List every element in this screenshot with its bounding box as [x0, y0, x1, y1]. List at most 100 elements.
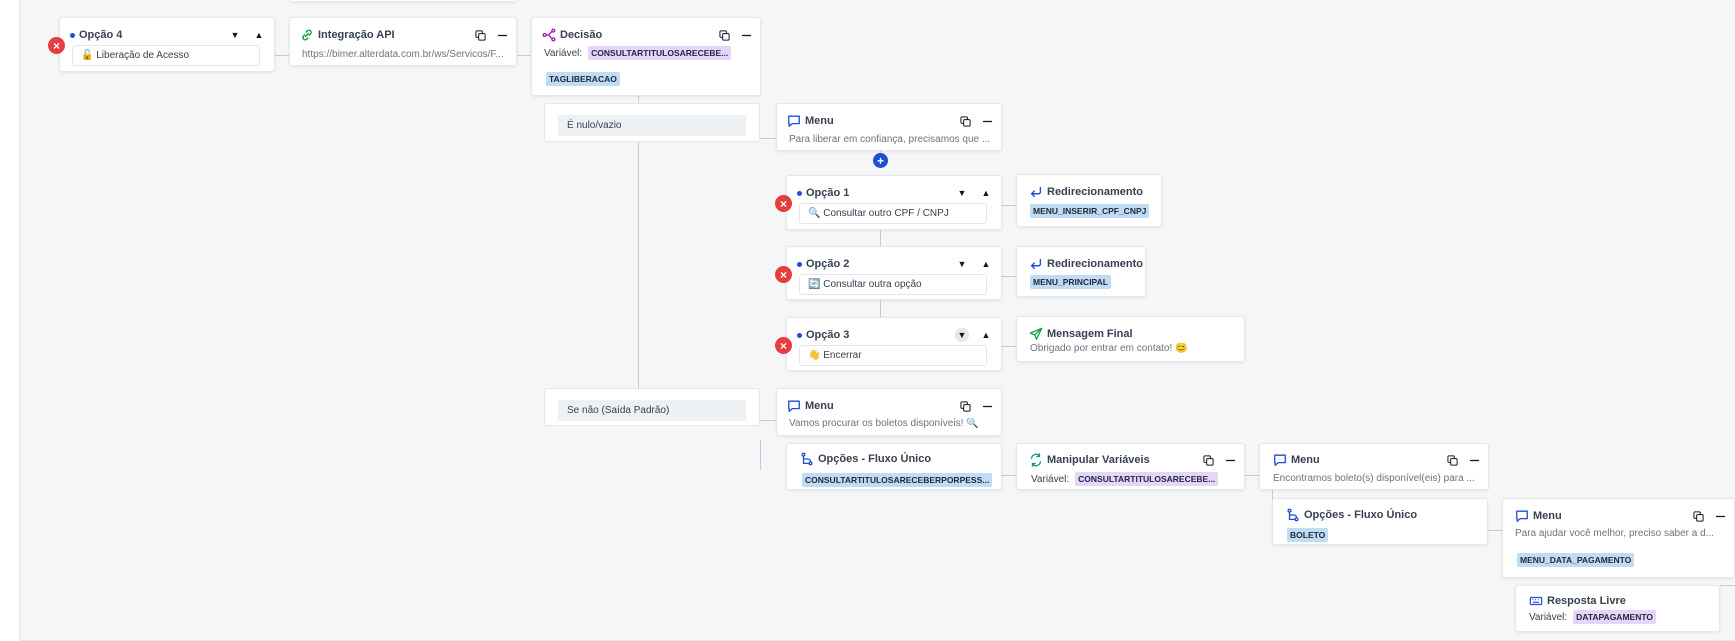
node-title: Mensagem Final	[1047, 328, 1133, 340]
chevron-down-icon[interactable]: ▼	[230, 30, 240, 40]
flow-variable: BOLETO	[1287, 525, 1329, 543]
node-title: Opções - Fluxo Único	[818, 453, 932, 465]
redirect-arrow-icon	[1029, 185, 1043, 199]
node-header: Opções - Fluxo Único	[1286, 506, 1479, 524]
node-header: Menu	[787, 112, 993, 130]
node-header: Opção 2 ▼ ▲	[797, 255, 993, 273]
flow-branch-icon	[1286, 508, 1300, 522]
chevron-down-icon[interactable]: ▼	[955, 328, 969, 342]
connector-line	[1720, 585, 1735, 586]
minimize-icon[interactable]	[1224, 454, 1236, 466]
link-icon	[300, 28, 314, 42]
send-icon	[1029, 327, 1043, 341]
duplicate-icon[interactable]	[474, 29, 486, 41]
connector-line	[1488, 530, 1502, 531]
duplicate-icon[interactable]	[959, 400, 971, 412]
chevron-down-icon[interactable]: ▼	[957, 188, 967, 198]
variable-tag: CONSULTARTITULOSARECEBE...	[588, 46, 732, 60]
duplicate-icon[interactable]	[1202, 454, 1214, 466]
option-node-2[interactable]: Opção 2 ▼ ▲ 🔄 Consultar outra opção	[786, 246, 1002, 300]
api-integration-node[interactable]: Integração API https://bimer.alterdata.c…	[289, 17, 517, 66]
node-title: Redirecionamento	[1047, 186, 1143, 198]
duplicate-icon[interactable]	[959, 115, 971, 127]
minimize-icon[interactable]	[740, 29, 752, 41]
decision-node[interactable]: Decisão Variável: CONSULTARTITULOSARECEB…	[531, 17, 761, 96]
single-flow-options-node-2[interactable]: Opções - Fluxo Único BOLETO	[1272, 498, 1488, 545]
node-title: Opção 3	[806, 329, 850, 341]
node-title: Menu	[805, 400, 834, 412]
single-flow-options-node-1[interactable]: Opções - Fluxo Único CONSULTARTITULOSARE…	[786, 443, 1002, 490]
node-title: Menu	[805, 115, 834, 127]
option-text-field[interactable]: 🔍 Consultar outro CPF / CNPJ	[799, 203, 987, 224]
option-text-field[interactable]: 🔄 Consultar outra opção	[799, 274, 987, 295]
remove-option-button[interactable]: ×	[775, 266, 792, 283]
node-header: Redirecionamento	[1029, 255, 1143, 273]
remove-option-button[interactable]: ×	[775, 195, 792, 212]
condition-default-branch[interactable]: Se não (Saída Padrão)	[544, 388, 760, 426]
option-text-field[interactable]: 👋 Encerrar	[799, 345, 987, 366]
minimize-icon[interactable]	[1468, 454, 1480, 466]
free-response-node[interactable]: Resposta Livre Variável: DATAPAGAMENTO	[1515, 585, 1720, 632]
chevron-up-icon[interactable]: ▲	[254, 30, 264, 40]
redirect-node-2[interactable]: Redirecionamento MENU_PRINCIPAL	[1016, 246, 1146, 297]
node-title: Integração API	[318, 29, 395, 41]
redirect-arrow-icon	[1029, 257, 1043, 271]
chevron-down-icon[interactable]: ▼	[957, 259, 967, 269]
minimize-icon[interactable]	[981, 115, 993, 127]
connector-line	[517, 55, 531, 56]
chevron-up-icon[interactable]: ▲	[981, 330, 991, 340]
swap-variables-icon	[1029, 453, 1043, 467]
duplicate-icon[interactable]	[1692, 510, 1704, 522]
minimize-icon[interactable]	[981, 400, 993, 412]
chevron-up-icon[interactable]: ▲	[981, 259, 991, 269]
connector-line	[1245, 475, 1259, 476]
connector-line	[1002, 475, 1016, 476]
minimize-icon[interactable]	[496, 29, 508, 41]
redirect-tag: MENU_INSERIR_CPF_CNPJ	[1030, 204, 1150, 218]
duplicate-icon[interactable]	[718, 29, 730, 41]
decision-tag: TAGLIBERACAO	[546, 72, 620, 86]
node-title: Opções - Fluxo Único	[1304, 509, 1418, 521]
redirect-target: MENU_PRINCIPAL	[1030, 272, 1111, 290]
remove-option-button[interactable]: ×	[775, 337, 792, 354]
duplicate-icon[interactable]	[1446, 454, 1458, 466]
option-node-3[interactable]: Opção 3 ▼ ▲ 👋 Encerrar	[786, 317, 1002, 371]
redirect-tag: MENU_PRINCIPAL	[1030, 275, 1111, 289]
option-node-1[interactable]: Opção 1 ▼ ▲ 🔍 Consultar outro CPF / CNPJ	[786, 175, 1002, 230]
node-header: Resposta Livre	[1529, 592, 1711, 610]
final-message-node[interactable]: Mensagem Final Obrigado por entrar em co…	[1016, 316, 1245, 362]
chevron-up-icon[interactable]: ▲	[981, 188, 991, 198]
connector-line	[275, 55, 289, 56]
menu-node-3[interactable]: Menu Encontramos boleto(s) disponível(ei…	[1259, 443, 1489, 490]
chat-bubble-icon	[1273, 453, 1287, 467]
option-node-4[interactable]: Opção 4 ▼ ▲ 🔓 Liberação de Acesso	[59, 17, 275, 72]
bullet-icon	[797, 190, 802, 196]
connector-line	[1002, 205, 1016, 206]
chat-bubble-icon	[1515, 509, 1529, 523]
option-text-field[interactable]: 🔓 Liberação de Acesso	[72, 45, 260, 66]
api-url-text: https://bimer.alterdata.com.br/ws/Servic…	[302, 49, 504, 60]
node-title: Decisão	[560, 29, 603, 41]
bullet-icon	[70, 32, 75, 38]
add-option-button[interactable]: +	[873, 153, 888, 168]
minimize-icon[interactable]	[1714, 510, 1726, 522]
menu-node-4[interactable]: Menu Para ajudar você melhor, preciso sa…	[1502, 498, 1735, 578]
variable-tag: DATAPAGAMENTO	[1573, 610, 1656, 624]
redirect-target: MENU_INSERIR_CPF_CNPJ	[1030, 201, 1150, 219]
redirect-node-1[interactable]: Redirecionamento MENU_INSERIR_CPF_CNPJ	[1016, 174, 1162, 227]
remove-option-button[interactable]: ×	[48, 37, 65, 54]
variable-label: Variável:	[544, 47, 583, 59]
manipulate-variables-node[interactable]: Manipular Variáveis Variável: CONSULTART…	[1016, 443, 1245, 490]
node-title: Manipular Variáveis	[1047, 454, 1150, 466]
bullet-icon	[797, 332, 802, 338]
condition-null-branch[interactable]: É nulo/vazio	[544, 103, 760, 142]
menu-node-1[interactable]: Menu Para liberar em confiança, precisam…	[776, 103, 1002, 151]
connector-line	[638, 96, 639, 420]
connector-line	[760, 420, 784, 421]
node-header: Opção 3 ▼ ▲	[797, 326, 993, 344]
decision-branch-icon	[542, 28, 556, 42]
chat-bubble-icon	[787, 114, 801, 128]
menu-tag: MENU_DATA_PAGAMENTO	[1517, 553, 1635, 567]
variable-row: Variável: DATAPAGAMENTO	[1529, 610, 1656, 624]
menu-node-2[interactable]: Menu Vamos procurar os boletos disponíve…	[776, 388, 1002, 436]
